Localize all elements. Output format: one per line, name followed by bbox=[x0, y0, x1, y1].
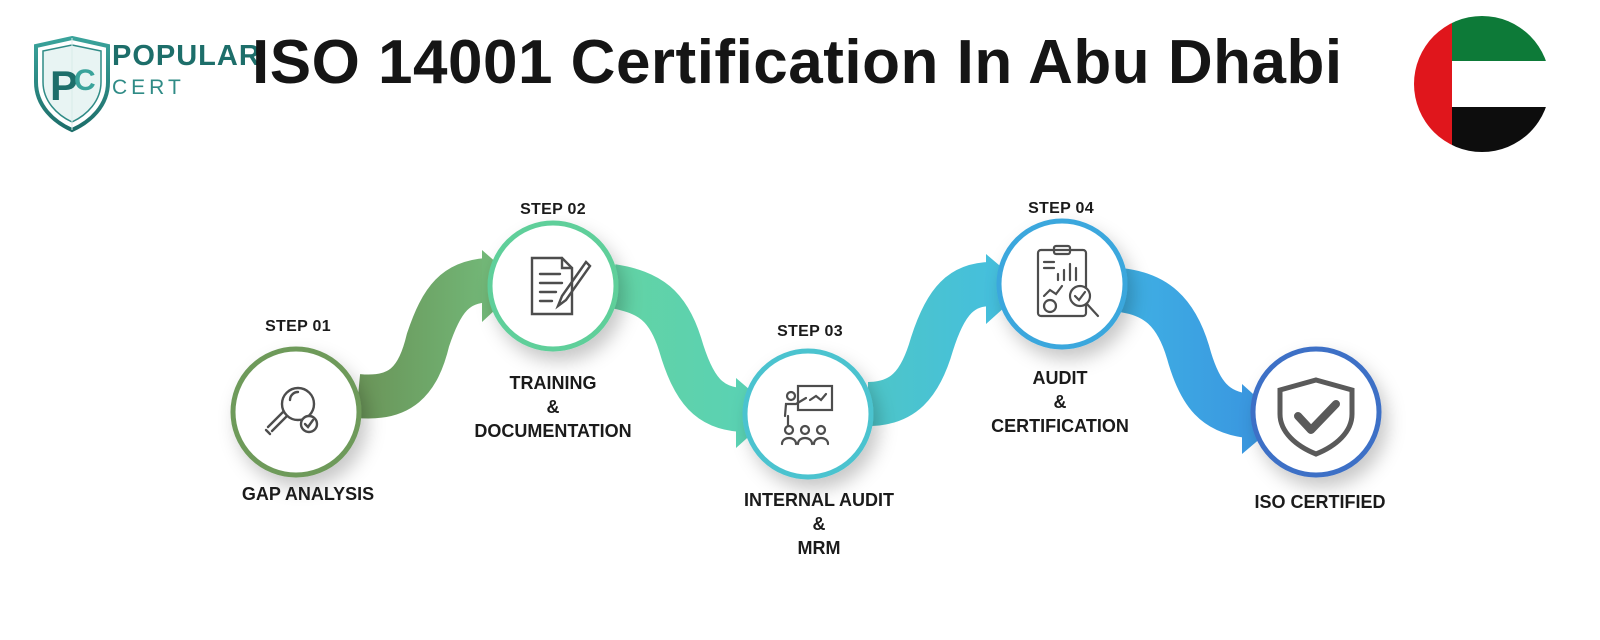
step-02-name-line-1: TRAINING bbox=[509, 373, 597, 393]
svg-text:P: P bbox=[50, 62, 78, 109]
step-04-number: STEP 04 bbox=[1028, 200, 1094, 217]
popular-cert-logo: P C POPULAR CERT bbox=[20, 28, 260, 138]
step-05-circle bbox=[1250, 346, 1382, 478]
step-05-name: ISO CERTIFIED bbox=[1254, 490, 1385, 514]
step-04-circle bbox=[996, 218, 1128, 350]
step-02-name-line-2: & bbox=[546, 397, 560, 417]
logo-text-cert: CERT bbox=[112, 76, 185, 99]
logo-text-popular: POPULAR bbox=[112, 40, 261, 72]
step-04-name-line-1: AUDIT bbox=[1032, 368, 1088, 388]
step-03-number: STEP 03 bbox=[777, 323, 843, 340]
presentation-audience-icon bbox=[780, 384, 834, 446]
step-02-name: TRAINING & DOCUMENTATION bbox=[474, 371, 631, 443]
uae-flag-icon bbox=[1414, 16, 1550, 152]
step-02-circle bbox=[487, 220, 619, 352]
shield-logo-icon: P C bbox=[34, 35, 110, 133]
step-03-circle bbox=[742, 348, 874, 480]
step-04-name-line-2: & bbox=[1053, 392, 1067, 412]
step-04-name-line-3: CERTIFICATION bbox=[991, 416, 1129, 436]
document-pencil-icon bbox=[530, 256, 592, 316]
step-01-number: STEP 01 bbox=[265, 318, 331, 335]
step-02-name-line-3: DOCUMENTATION bbox=[474, 421, 632, 441]
step-03-name-line-1: INTERNAL AUDIT bbox=[744, 490, 894, 510]
report-analysis-icon bbox=[1036, 244, 1100, 318]
step-03-name-line-2: & bbox=[812, 514, 826, 534]
step-05-name-line: ISO CERTIFIED bbox=[1254, 492, 1386, 512]
step-03-name-line-3: MRM bbox=[797, 538, 841, 558]
svg-text:C: C bbox=[74, 64, 96, 97]
magnifier-check-icon bbox=[264, 386, 319, 436]
step-01-name-line: GAP ANALYSIS bbox=[241, 484, 375, 504]
step-04-name: AUDIT & CERTIFICATION bbox=[991, 366, 1129, 438]
step-03-name: INTERNAL AUDIT & MRM bbox=[744, 488, 894, 560]
step-01-name: GAP ANALYSIS bbox=[242, 482, 374, 506]
step-01-circle bbox=[230, 346, 362, 478]
shield-check-icon bbox=[1277, 377, 1355, 457]
step-02-number: STEP 02 bbox=[520, 201, 586, 218]
page-title: ISO 14001 Certification In Abu Dhabi bbox=[252, 28, 1343, 97]
